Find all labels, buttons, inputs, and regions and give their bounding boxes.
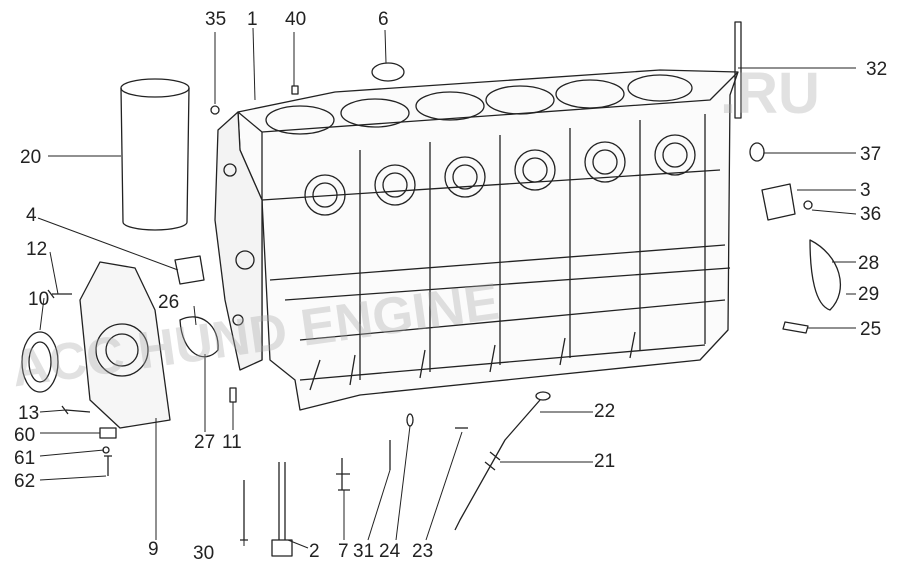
callout-25: 25 (860, 319, 882, 340)
bolt-13-part (61, 405, 91, 415)
sensor-7-part (336, 458, 350, 491)
oil-seal-part (21, 331, 59, 393)
callout-21: 21 (594, 451, 616, 472)
bushing-part (761, 183, 796, 221)
cam-bushing-part (174, 255, 205, 285)
callout-30: 30 (193, 543, 215, 564)
callout-40: 40 (285, 9, 307, 30)
pin-part (291, 85, 299, 95)
callout-28: 28 (858, 253, 880, 274)
bushing-27-part (179, 316, 219, 358)
dowel-part (782, 321, 809, 334)
callout-1: 1 (247, 9, 258, 30)
bolt-30-part (240, 480, 248, 541)
cylinder-liner-part (120, 78, 190, 231)
callout-9: 9 (148, 539, 159, 560)
callout-27: 27 (194, 432, 216, 453)
pin-11-part (229, 387, 237, 403)
cylinder-block (214, 69, 739, 411)
callout-13: 13 (18, 403, 40, 424)
callout-11: 11 (222, 432, 242, 453)
bolt-12-part (47, 289, 72, 299)
bolt-2-part (271, 462, 293, 557)
callout-26: 26 (158, 292, 180, 313)
callout-12: 12 (26, 239, 48, 260)
callout-61: 61 (14, 448, 36, 469)
small-plug-part (803, 200, 813, 210)
callout-31: 31 (353, 541, 375, 562)
callout-3: 3 (860, 180, 871, 201)
callout-60: 60 (14, 425, 36, 446)
dipstick-part (454, 399, 541, 531)
gasket-part (809, 239, 841, 311)
callout-10: 10 (28, 289, 50, 310)
callout-29: 29 (858, 284, 880, 305)
stud-part (734, 21, 742, 119)
callout-22: 22 (594, 401, 616, 422)
callout-2: 2 (309, 541, 320, 562)
clip-60-part (99, 427, 117, 439)
callout-62: 62 (14, 471, 36, 492)
callout-36: 36 (860, 204, 882, 225)
callout-6: 6 (378, 9, 389, 30)
bolt-62-part (104, 455, 112, 476)
cup-plug-part (749, 142, 765, 162)
callout-4: 4 (26, 205, 37, 226)
plug-part (210, 105, 220, 115)
leader-lines (37, 27, 857, 549)
callout-23: 23 (412, 541, 434, 562)
callout-35: 35 (205, 9, 227, 30)
callout-20: 20 (20, 147, 42, 168)
callout-37: 37 (860, 144, 882, 165)
front-cover-part (79, 261, 171, 429)
callout-24: 24 (379, 541, 401, 562)
callout-32: 32 (866, 59, 888, 80)
seal-ring-part (371, 62, 405, 82)
callout-7: 7 (338, 541, 349, 562)
plug-24-part (406, 413, 414, 427)
